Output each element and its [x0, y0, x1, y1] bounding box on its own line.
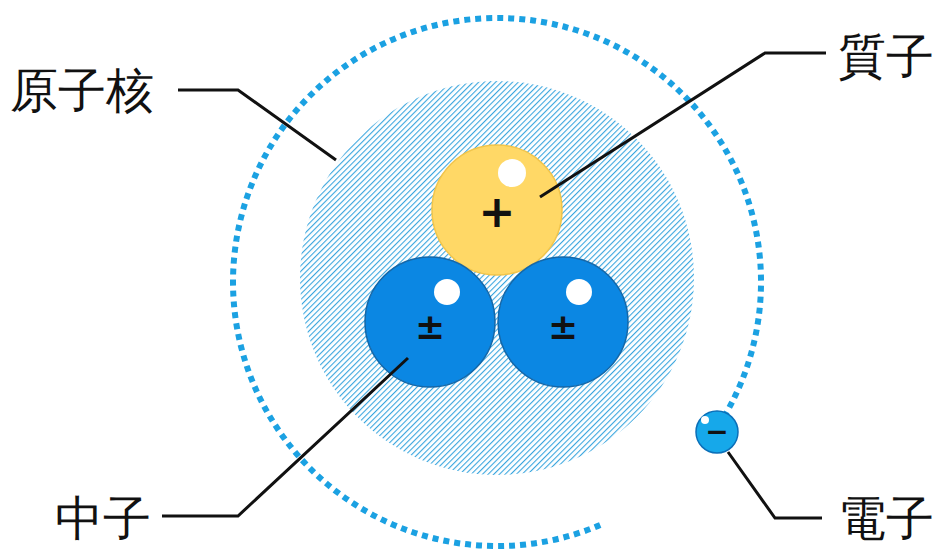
part-name: 電子 — [838, 492, 934, 545]
proton-circle: + — [431, 144, 563, 276]
electron-orbit — [233, 18, 761, 546]
part-name: 質子 — [838, 30, 934, 83]
leader-line — [728, 452, 822, 518]
leader-line — [540, 53, 826, 197]
neutron-circle: ± — [364, 256, 496, 388]
charge-sign: − — [705, 418, 728, 446]
particle-body — [696, 411, 738, 453]
nucleus-region — [300, 81, 694, 475]
charge-sign: + — [479, 190, 516, 234]
part-name: 原子核 — [10, 64, 154, 117]
particle-body — [432, 145, 562, 275]
particle-body — [365, 257, 495, 387]
part-name: 中子 — [55, 492, 151, 545]
charge-sign: ± — [415, 309, 445, 345]
highlight-dot — [566, 279, 592, 305]
charge-sign: ± — [548, 309, 578, 345]
highlight-dot — [434, 279, 460, 305]
leader-line — [178, 90, 336, 160]
neutron-circle: ± — [497, 256, 629, 388]
electron-circle: − — [695, 410, 739, 454]
highlight-dot — [498, 159, 526, 187]
leader-line — [162, 358, 408, 516]
particle-body — [498, 257, 628, 387]
